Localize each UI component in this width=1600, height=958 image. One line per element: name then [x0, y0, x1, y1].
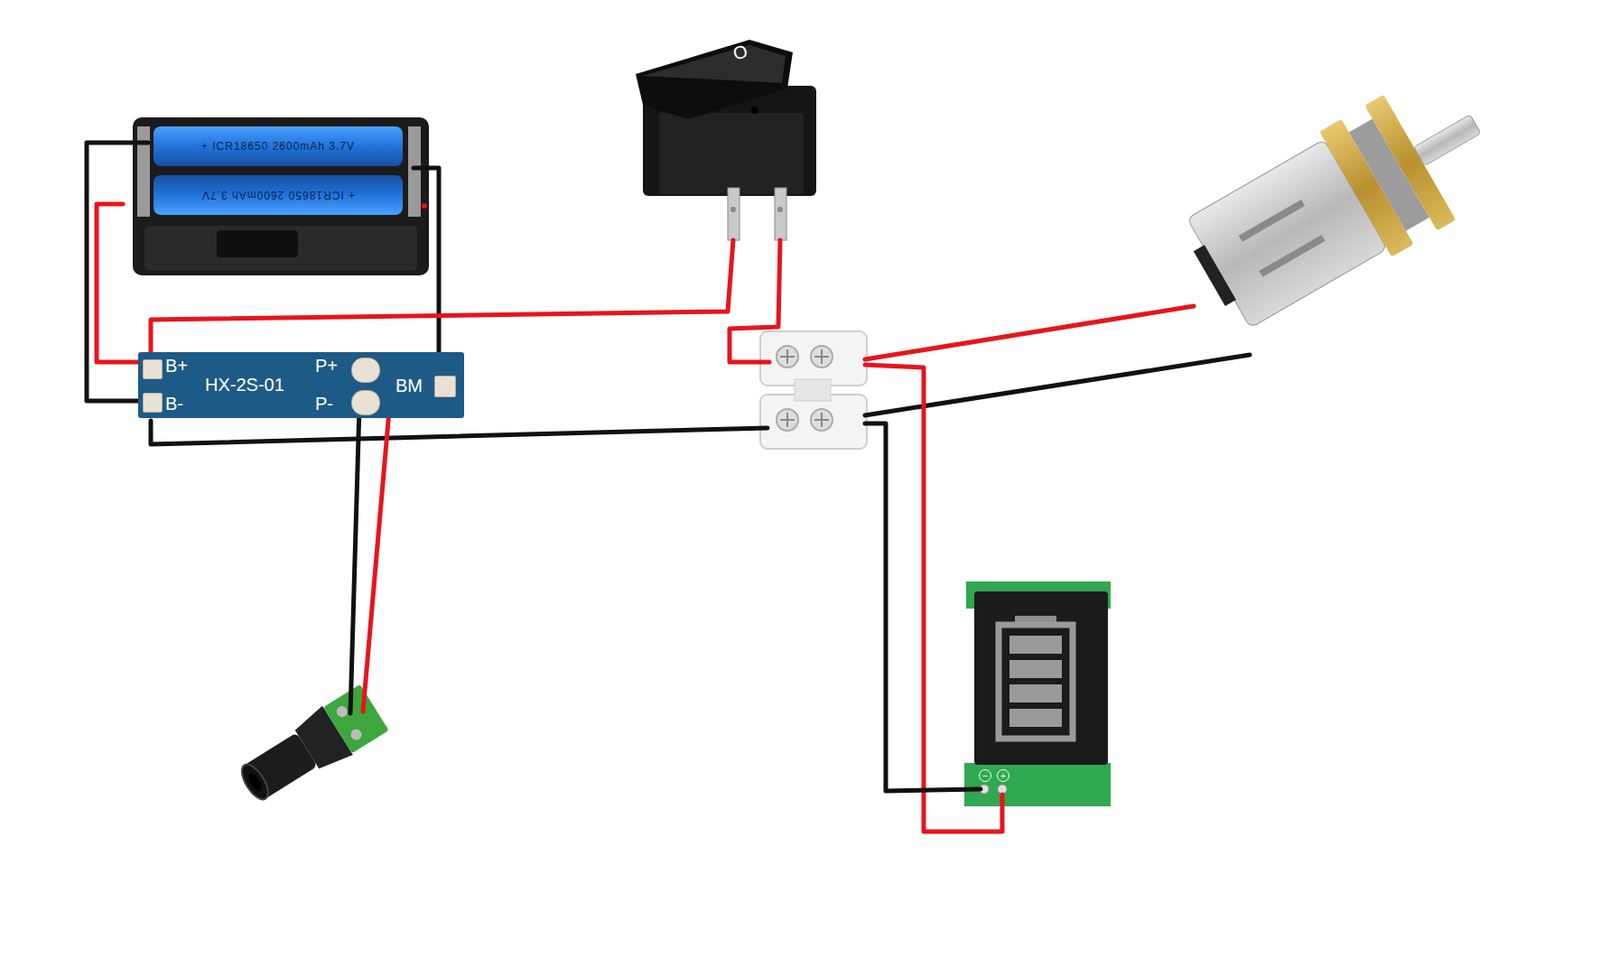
pin-marking: − — [978, 769, 992, 782]
black-wire — [350, 406, 360, 714]
solder-pad — [434, 375, 456, 398]
board-label: BM — [395, 373, 423, 398]
red-wire — [362, 369, 393, 712]
battery-cell: + ICR18650 2600mAh 3.7V — [153, 175, 403, 215]
battery-indicator — [964, 581, 1111, 807]
terminal-block — [760, 331, 867, 449]
rocker-switch — [635, 39, 817, 241]
battery-holder — [132, 117, 429, 276]
board-label: P- — [315, 391, 334, 416]
cell-label: + ICR18650 2600mAh 3.7V — [201, 139, 355, 153]
solder-pad — [351, 357, 381, 383]
black-wire — [865, 423, 981, 791]
board-label: B+ — [165, 353, 188, 378]
pin-marking: + — [996, 769, 1010, 782]
red-wire — [150, 240, 734, 354]
board-label: HX-2S-01 — [204, 372, 285, 397]
solder-pad — [351, 390, 381, 416]
solder-pad — [142, 359, 163, 380]
board-label: P+ — [315, 353, 338, 378]
red-wire — [729, 240, 781, 363]
solder-pad — [142, 392, 163, 413]
red-wire — [865, 306, 1194, 360]
bms-board: B+ B- HX-2S-01 P+ P- BM — [138, 352, 465, 419]
gear-motor — [1172, 62, 1512, 342]
red-wire — [865, 364, 1003, 832]
red-wire — [96, 204, 145, 363]
black-wire — [413, 167, 439, 380]
cell-label: + ICR18650 2600mAh 3.7V — [201, 188, 355, 202]
board-label: B- — [165, 391, 184, 416]
battery-cell: + ICR18650 2600mAh 3.7V — [153, 126, 403, 167]
black-wire — [150, 420, 768, 445]
